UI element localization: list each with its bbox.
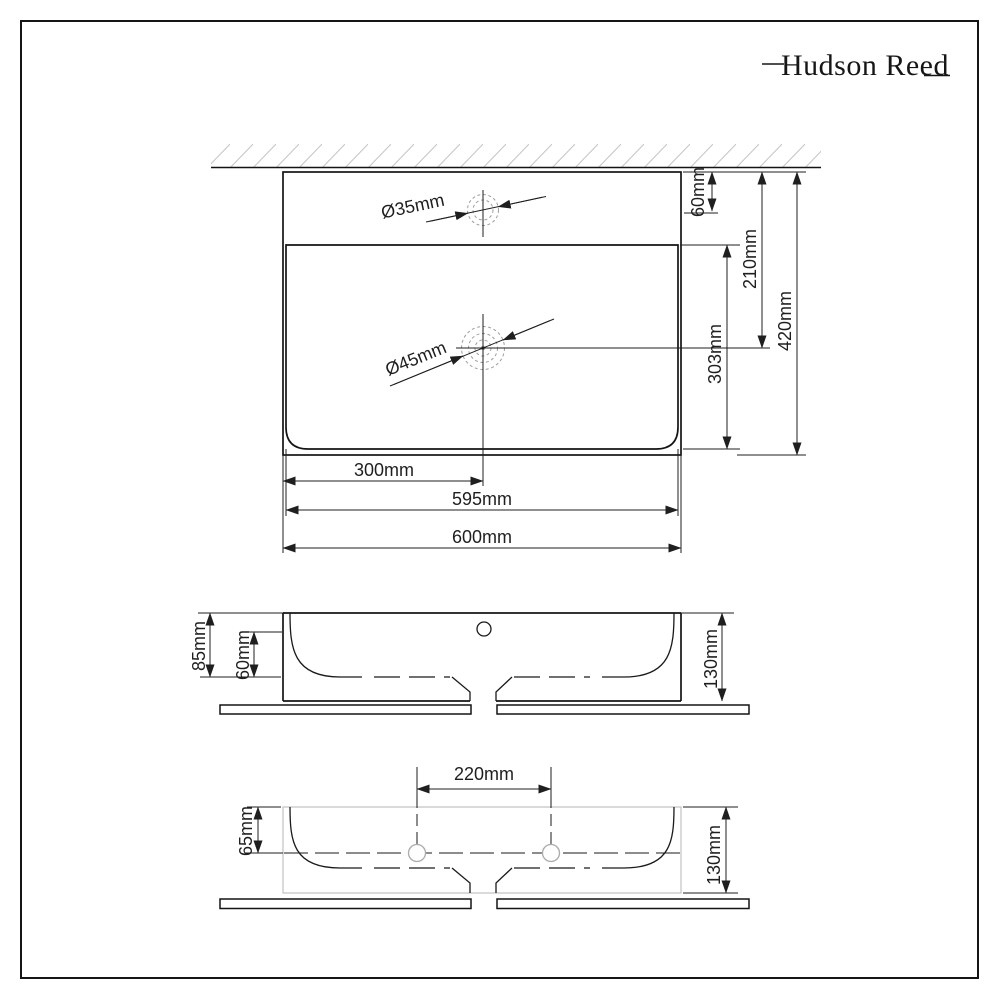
dim-overall-front-to-back: 420mm	[775, 171, 802, 456]
dim-basin-inner-depth: 60mm	[233, 630, 259, 680]
dim-fixing-holes-from-rim-label: 65mm	[236, 806, 256, 856]
brand-name: Hudson Reed	[781, 49, 949, 82]
underside-view: 220mm 65mm 130mm	[219, 764, 750, 910]
tap-diameter-label: Ø35mm	[379, 190, 446, 223]
dim-waste-from-left: 300mm	[282, 460, 484, 486]
waste-leader-arrow-right	[502, 320, 551, 341]
underside-waste-funnel-right	[495, 867, 513, 893]
underside-bowl-curve-left	[289, 806, 362, 869]
dim-waste-from-back-label: 210mm	[740, 229, 760, 289]
wall-hatching	[211, 144, 821, 167]
dim-overall-width: 600mm	[282, 527, 682, 553]
brand-logo: Hudson Reed	[762, 49, 950, 82]
waste-diameter-label: Ø45mm	[382, 337, 449, 380]
dim-tap-from-back: 60mm	[688, 167, 717, 217]
fixing-hole-right-circle	[541, 843, 561, 863]
dim-front-overall-height: 130mm	[701, 612, 727, 702]
front-waste-funnel-left	[451, 676, 471, 701]
basin-inner-opening	[285, 244, 679, 450]
waste-hole: Ø45mm	[382, 314, 770, 486]
dim-overall-front-to-back-label: 420mm	[775, 291, 795, 351]
front-base-plate-right	[496, 704, 750, 715]
dim-waste-from-left-label: 300mm	[354, 460, 414, 480]
tap-hole: Ø35mm	[379, 190, 547, 237]
basin-outer-rim	[282, 171, 682, 456]
front-base-plate-left	[219, 704, 472, 715]
dim-fixing-hole-centres-label: 220mm	[454, 764, 514, 784]
dim-basin-width-label: 595mm	[452, 489, 512, 509]
tap-leader-arrow-right	[497, 196, 543, 209]
dim-basin-inner-depth-label: 60mm	[233, 630, 253, 680]
front-tap-hole	[476, 621, 492, 637]
front-waste-funnel-right	[495, 676, 513, 701]
tap-leader-arrow-left	[429, 211, 469, 222]
front-view: 85mm 60mm 130mm	[189, 612, 750, 715]
dim-underside-overall-height-label: 130mm	[704, 825, 724, 885]
dim-rim-to-basin-floor-label: 85mm	[189, 621, 209, 671]
dim-fixing-holes-from-rim: 65mm	[236, 806, 263, 856]
underside-waste-funnel-left	[451, 867, 471, 893]
front-bowl-curve-left	[289, 612, 362, 678]
underside-base-plate-left	[219, 898, 472, 910]
plan-view: Ø35mm Ø45mm	[211, 144, 821, 553]
dim-basin-front-to-back-label: 303mm	[705, 324, 725, 384]
fixing-hole-right	[541, 767, 561, 866]
underside-base-plate-right	[496, 898, 750, 910]
waste-leader-arrow-left	[393, 355, 464, 385]
dim-rim-to-basin-floor: 85mm	[189, 612, 215, 678]
dim-underside-overall-height: 130mm	[704, 806, 731, 894]
wall-section	[211, 144, 821, 169]
underside-bowl-curve-right	[602, 806, 675, 869]
dim-waste-from-back: 210mm	[740, 171, 767, 349]
dim-basin-front-to-back: 303mm	[705, 244, 732, 450]
fixing-hole-left	[407, 767, 427, 866]
dim-front-overall-height-label: 130mm	[701, 629, 721, 689]
fixing-hole-left-circle	[407, 843, 427, 863]
dim-basin-width: 595mm	[285, 489, 679, 515]
dim-tap-from-back-label: 60mm	[688, 167, 708, 217]
dim-fixing-hole-centres: 220mm	[416, 764, 552, 794]
sheet-border	[20, 20, 979, 979]
dim-overall-width-label: 600mm	[452, 527, 512, 547]
underside-outline-ghost	[282, 806, 682, 894]
front-bowl-curve-right	[602, 612, 675, 678]
